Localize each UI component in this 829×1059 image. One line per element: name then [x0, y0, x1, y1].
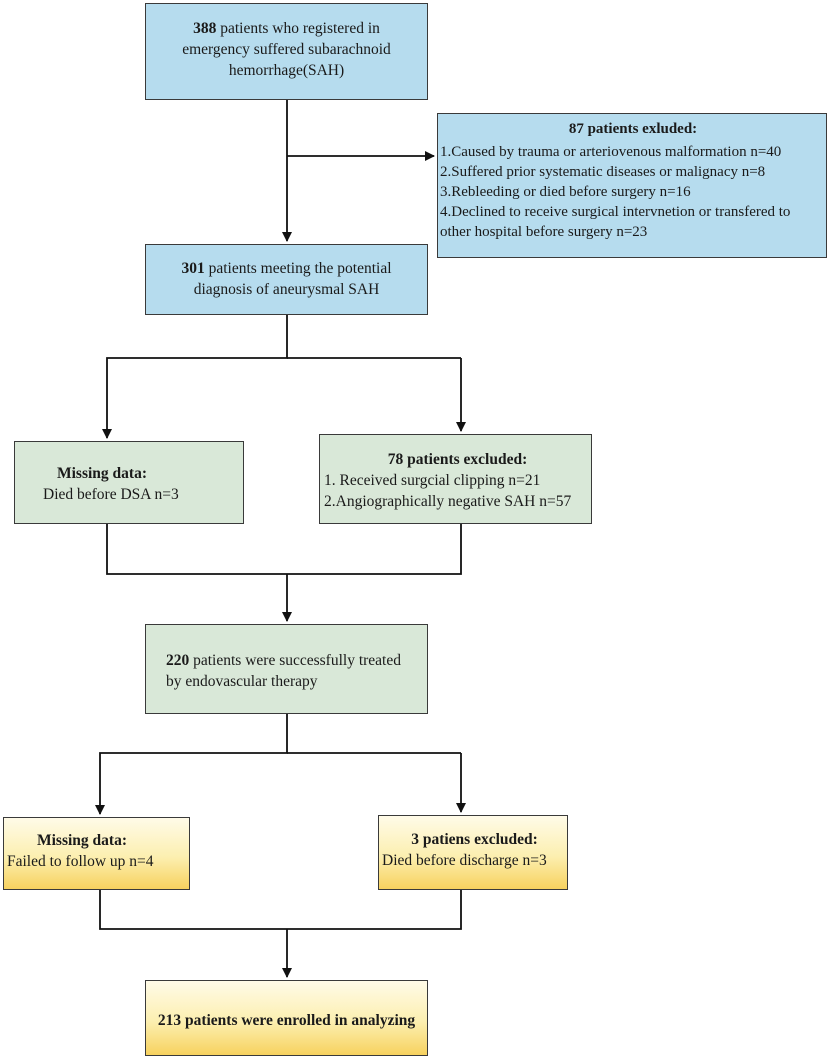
missing-data-2-title: Missing data: [37, 832, 127, 849]
exclusion-2-title: 78 patients excluded: [387, 451, 528, 468]
initial-patients-count: 388 [193, 20, 217, 37]
exclusion-box-2: 78 patients excluded: 1. Received surgci… [319, 434, 592, 524]
split-line-2 [95, 714, 288, 815]
exclusion-box-1: 87 patients exluded: 1.Caused by trauma … [437, 113, 827, 258]
missing-data-box-2: Missing data: Failed to follow up n=4 [3, 817, 190, 890]
exclusion-2-item: 1. Received surgcial clipping n=21 [324, 472, 541, 489]
exclusion-box-3: 3 patiens excluded: Died before discharg… [378, 815, 568, 890]
final-enrolled-box: 213 patients were enrolled in analyzing [145, 980, 428, 1056]
merge-line-1 [106, 524, 462, 575]
potential-diagnosis-box: 301 patients meeting the potential diagn… [145, 244, 428, 315]
exclusion-1-item: 3.Rebleeding or died before surgery n=16 [440, 184, 691, 200]
exclusion-2-item: 2.Angiographically negative SAH n=57 [324, 493, 572, 510]
missing-data-1-title: Missing data: [57, 465, 147, 482]
exclusion-1-title: 87 patients exluded: [568, 121, 698, 137]
endovascular-count: 220 [166, 652, 190, 669]
exclusion-3-title: 3 patiens excluded: [411, 831, 538, 848]
exclusion-1-item: 4.Declined to receive surgical intervnet… [440, 204, 791, 220]
missing-data-box-1: Missing data: Died before DSA n=3 [14, 441, 244, 524]
initial-patients-box: 388 patients who registered in emergency… [145, 3, 428, 100]
exclusion-1-item: 2.Suffered prior systematic diseases or … [440, 164, 766, 180]
merge-line-2 [99, 890, 462, 930]
exclusion-1-item: 1.Caused by trauma or arteriovenous malf… [440, 144, 782, 160]
split-line-1 [102, 315, 288, 439]
potential-diagnosis-count: 301 [181, 260, 205, 277]
endovascular-treated-box: 220 patients were successfully treated b… [145, 624, 428, 714]
final-enrolled-text: 213 patients were enrolled in analyzing [157, 1012, 416, 1029]
exclusion-1-item: other hospital before surgery n=23 [440, 224, 648, 240]
